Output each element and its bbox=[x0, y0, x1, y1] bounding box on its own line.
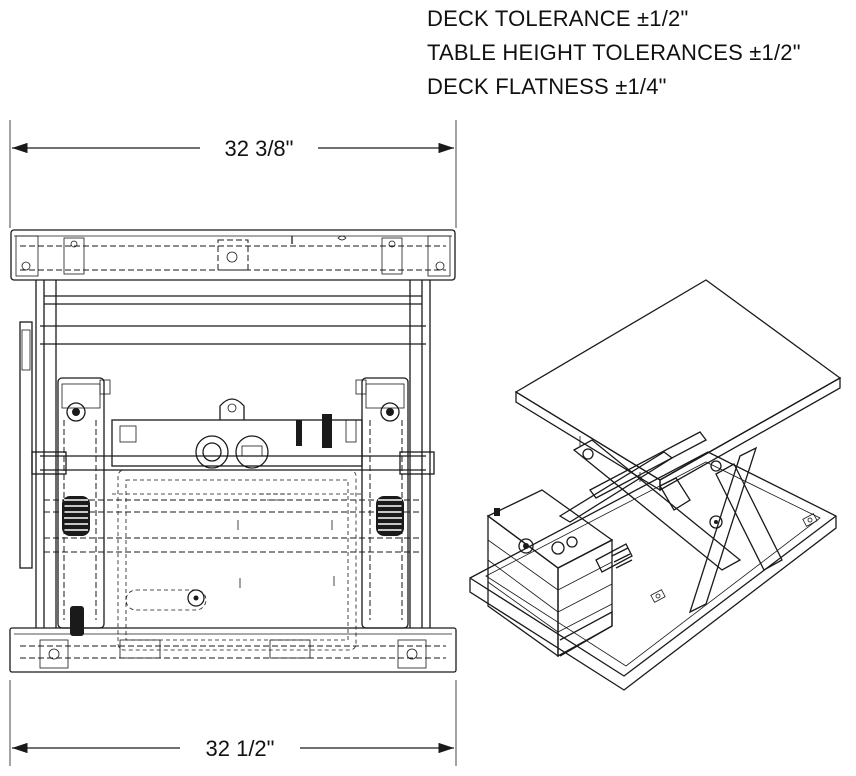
right-roller-assembly bbox=[355, 377, 435, 629]
deck-platform bbox=[10, 229, 456, 281]
side-posts bbox=[19, 280, 431, 628]
tolerance-deck: DECK TOLERANCE ±1/2" bbox=[427, 6, 689, 32]
bottom-dimension: 32 1/2" bbox=[9, 680, 457, 766]
tolerance-deck-flatness-value: ±1/4" bbox=[615, 74, 667, 99]
base-frame bbox=[9, 606, 457, 673]
isometric-view bbox=[469, 279, 842, 691]
iso-base-plate bbox=[469, 451, 837, 691]
tolerance-deck-label: DECK TOLERANCE bbox=[427, 6, 631, 31]
top-dimension: 32 3/8" bbox=[9, 120, 457, 228]
left-roller-assembly bbox=[31, 377, 111, 629]
iso-power-unit bbox=[486, 489, 633, 658]
power-unit-hidden bbox=[111, 398, 363, 651]
tolerance-deck-flatness-label: DECK FLATNESS bbox=[427, 74, 609, 99]
cross-members bbox=[40, 295, 426, 553]
iso-scissor-arms bbox=[558, 431, 783, 614]
iso-deck bbox=[514, 279, 842, 492]
bottom-width-label: 32 1/2" bbox=[206, 736, 275, 761]
tolerance-deck-flatness: DECK FLATNESS ±1/4" bbox=[427, 74, 667, 100]
tolerance-deck-value: ±1/2" bbox=[637, 6, 689, 31]
tolerance-table-height: TABLE HEIGHT TOLERANCES ±1/2" bbox=[427, 40, 801, 66]
top-width-label: 32 3/8" bbox=[225, 136, 294, 161]
front-view bbox=[9, 229, 457, 673]
tolerance-table-height-label: TABLE HEIGHT TOLERANCES bbox=[427, 40, 743, 65]
tolerance-table-height-value: ±1/2" bbox=[749, 40, 801, 65]
